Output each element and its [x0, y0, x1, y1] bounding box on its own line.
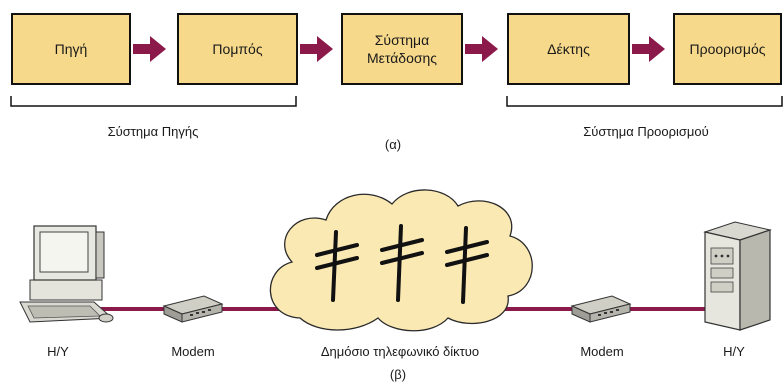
right-server-icon	[703, 221, 772, 331]
arrow-receiver-destination	[632, 36, 665, 62]
network-label: Δημόσιο τηλεφωνικό δίκτυο	[320, 344, 480, 359]
block-receiver: Δέκτης	[507, 13, 630, 85]
block-transmitter: Πομπός	[177, 13, 298, 85]
source-system-label: Σύστημα Πηγής	[107, 124, 199, 139]
block-source: Πηγή	[11, 13, 131, 85]
destination-system-bracket	[506, 96, 783, 107]
source-system-bracket	[10, 96, 297, 107]
pole-3	[445, 226, 489, 304]
telephone-poles	[315, 224, 489, 304]
block-destination: Προορισμός	[673, 13, 782, 85]
pole-2	[380, 224, 424, 302]
left-modem-icon	[162, 295, 224, 323]
left-computer-label: Η/Υ	[47, 344, 69, 359]
arrow-source-transmitter	[133, 36, 166, 62]
block-transmission-system: Σύστημα Μετάδοσης	[341, 13, 463, 85]
arrow-channel-receiver	[465, 36, 498, 62]
right-modem-label: Modem	[580, 344, 624, 359]
pole-1	[315, 230, 359, 302]
right-computer-label: Η/Υ	[723, 344, 745, 359]
left-modem-label: Modem	[171, 344, 215, 359]
arrow-transmitter-channel	[300, 36, 333, 62]
right-modem-icon	[570, 295, 632, 323]
left-computer-icon	[19, 225, 114, 323]
destination-system-label: Σύστημα Προορισμού	[583, 124, 709, 139]
caption-b: (β)	[389, 367, 407, 382]
caption-a: (α)	[384, 137, 402, 152]
